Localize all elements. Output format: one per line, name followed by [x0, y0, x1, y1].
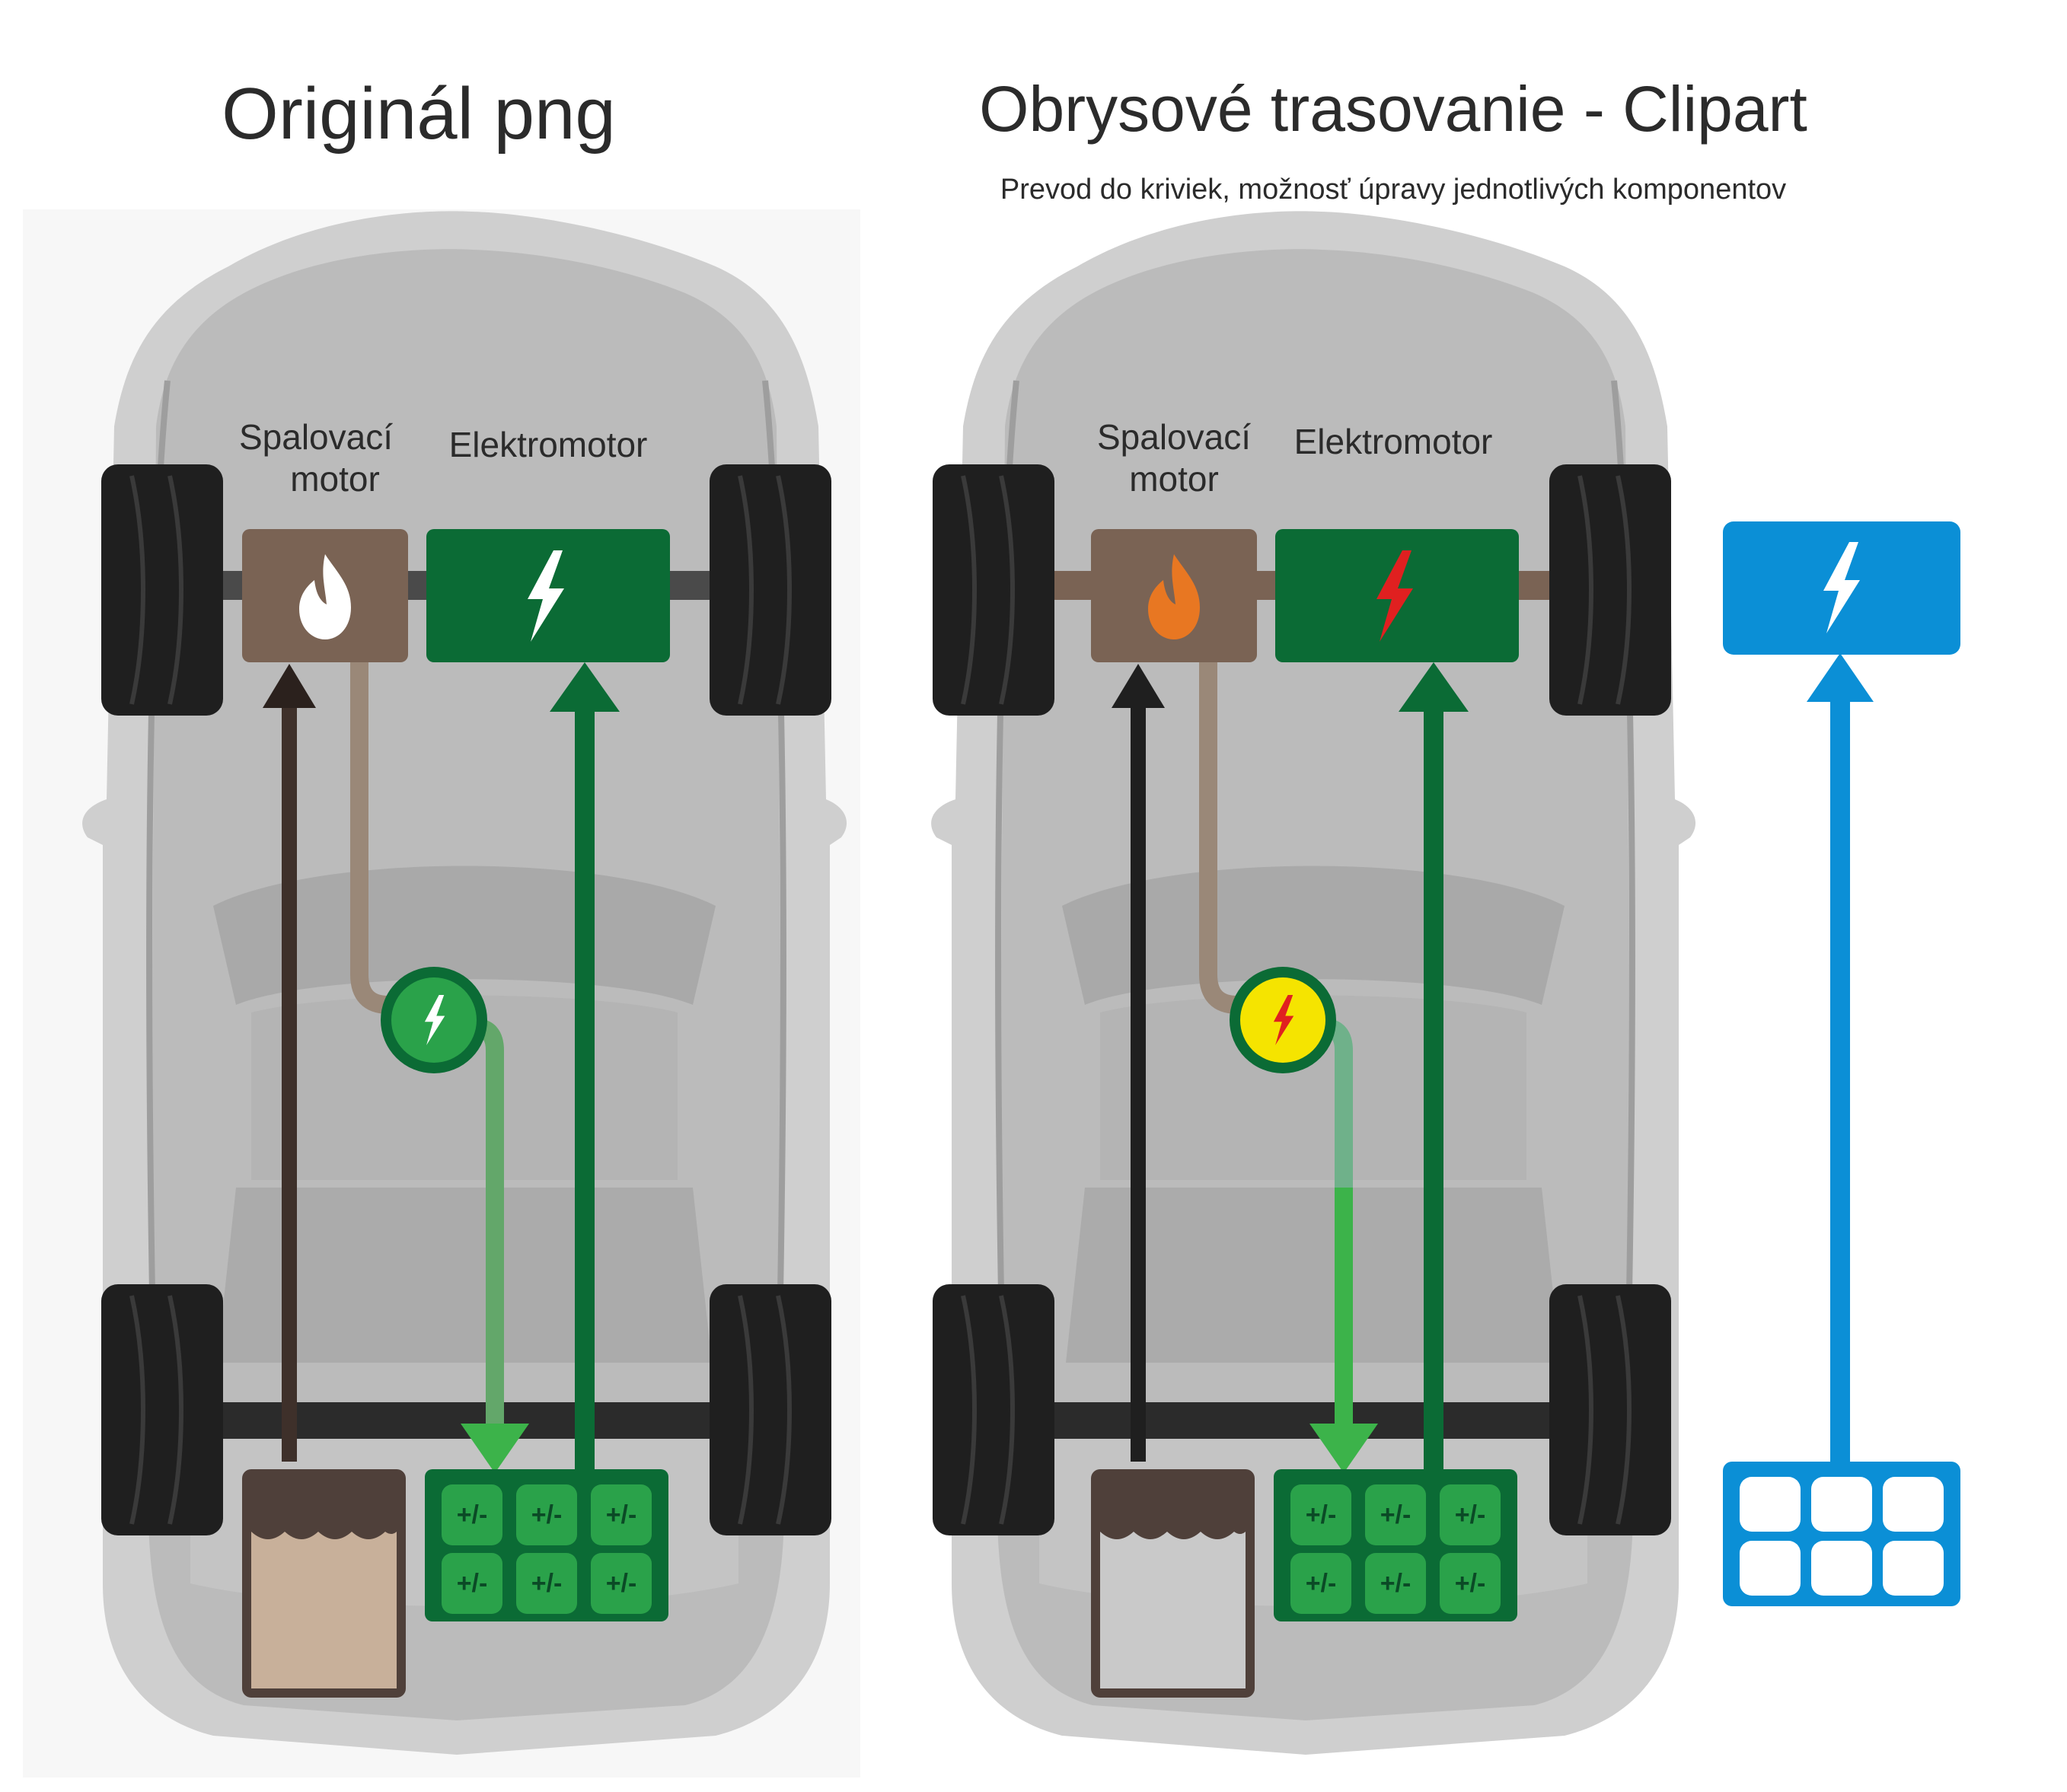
- right-combustion-label-line2: motor: [1129, 459, 1219, 499]
- left-rear-left-wheel: [101, 1284, 223, 1535]
- left-car: Spalovací motor Elektromotor +/- +/- +/-…: [82, 211, 847, 1755]
- battery-cell-label: +/-: [1306, 1500, 1337, 1529]
- battery-grid-icon: +/- +/- +/- +/- +/- +/-: [1290, 1484, 1501, 1614]
- right-combustion-engine-box: [1091, 529, 1257, 662]
- battery-cell: [591, 1484, 652, 1545]
- battery-cell-label: +/-: [1380, 1500, 1411, 1529]
- left-battery-arrowhead: [550, 662, 620, 712]
- battery-cell: [1365, 1484, 1426, 1545]
- clipart-arrowhead: [1807, 653, 1874, 702]
- right-battery-arrowhead: [1399, 662, 1469, 712]
- clipart-battery-cell: [1811, 1541, 1872, 1596]
- right-electric-label: Elektromotor: [1294, 422, 1493, 461]
- battery-cell-label: +/-: [457, 1500, 488, 1529]
- clipart-battery-cell: [1811, 1477, 1872, 1532]
- battery-grid-icon: +/- +/- +/- +/- +/- +/-: [442, 1484, 652, 1614]
- battery-cell-label: +/-: [457, 1569, 488, 1598]
- battery-cell: [516, 1484, 577, 1545]
- battery-cell: [1440, 1553, 1501, 1614]
- battery-cell-label: +/-: [531, 1569, 563, 1598]
- left-front-left-wheel: [101, 464, 223, 716]
- battery-grid-icon: [1740, 1477, 1944, 1596]
- left-combustion-engine-box: [242, 529, 408, 662]
- right-fuel-arrowhead: [1112, 664, 1165, 708]
- battery-cell: [591, 1553, 652, 1614]
- right-front-right-wheel: [1549, 464, 1671, 716]
- battery-cell: [1365, 1553, 1426, 1614]
- left-battery-line: [575, 700, 595, 1469]
- left-electric-label: Elektromotor: [449, 425, 648, 464]
- battery-cell: [442, 1484, 502, 1545]
- right-generator-arrowhead: [1309, 1424, 1378, 1473]
- right-fuel-tank-fill: [1100, 1532, 1246, 1688]
- battery-cell-label: +/-: [1306, 1569, 1337, 1598]
- left-front-right-wheel: [710, 464, 831, 716]
- right-generator-battery-line-lower: [1335, 1188, 1353, 1439]
- clipart-battery-cell: [1740, 1541, 1801, 1596]
- right-rear-right-wheel: [1549, 1284, 1671, 1535]
- right-battery-line: [1424, 700, 1443, 1469]
- battery-cell: [442, 1553, 502, 1614]
- battery-cell-label: +/-: [531, 1500, 563, 1529]
- battery-cell: [1440, 1484, 1501, 1545]
- right-combustion-label-line1: Spalovací: [1097, 417, 1251, 457]
- right-front-left-wheel: [933, 464, 1054, 716]
- left-combustion-label-line1: Spalovací: [239, 417, 393, 457]
- left-combustion-label-line2: motor: [290, 459, 380, 499]
- left-generator-arrowhead: [461, 1424, 529, 1473]
- clipart-battery-cell: [1883, 1541, 1944, 1596]
- battery-cell: [1290, 1484, 1351, 1545]
- battery-cell-label: +/-: [1455, 1569, 1486, 1598]
- battery-cell-label: +/-: [606, 1500, 637, 1529]
- left-title: Originál png: [222, 73, 616, 155]
- left-fuel-arrowhead: [263, 664, 316, 708]
- right-fuel-line: [1131, 700, 1146, 1462]
- right-rear-axle: [1016, 1402, 1614, 1439]
- clipart-battery-cell: [1883, 1477, 1944, 1532]
- right-title: Obrysové trasovanie - Clipart: [979, 73, 1807, 145]
- left-fuel-tank-fill: [251, 1532, 397, 1688]
- left-rear-right-wheel: [710, 1284, 831, 1535]
- battery-cell: [1290, 1553, 1351, 1614]
- battery-cell-label: +/-: [1380, 1569, 1411, 1598]
- blue-clipart: [1723, 521, 1960, 1606]
- right-rear-left-wheel: [933, 1284, 1054, 1535]
- right-subtitle: Prevod do kriviek, možnosť úpravy jednot…: [1000, 174, 1787, 206]
- battery-cell-label: +/-: [1455, 1500, 1486, 1529]
- right-car: Spalovací motor Elektromotor +/- +/- +/-…: [931, 211, 1695, 1755]
- left-rear-axle: [167, 1402, 765, 1439]
- battery-cell-label: +/-: [606, 1569, 637, 1598]
- clipart-line: [1830, 685, 1850, 1465]
- clipart-battery-cell: [1740, 1477, 1801, 1532]
- battery-cell: [516, 1553, 577, 1614]
- left-fuel-line: [282, 700, 297, 1462]
